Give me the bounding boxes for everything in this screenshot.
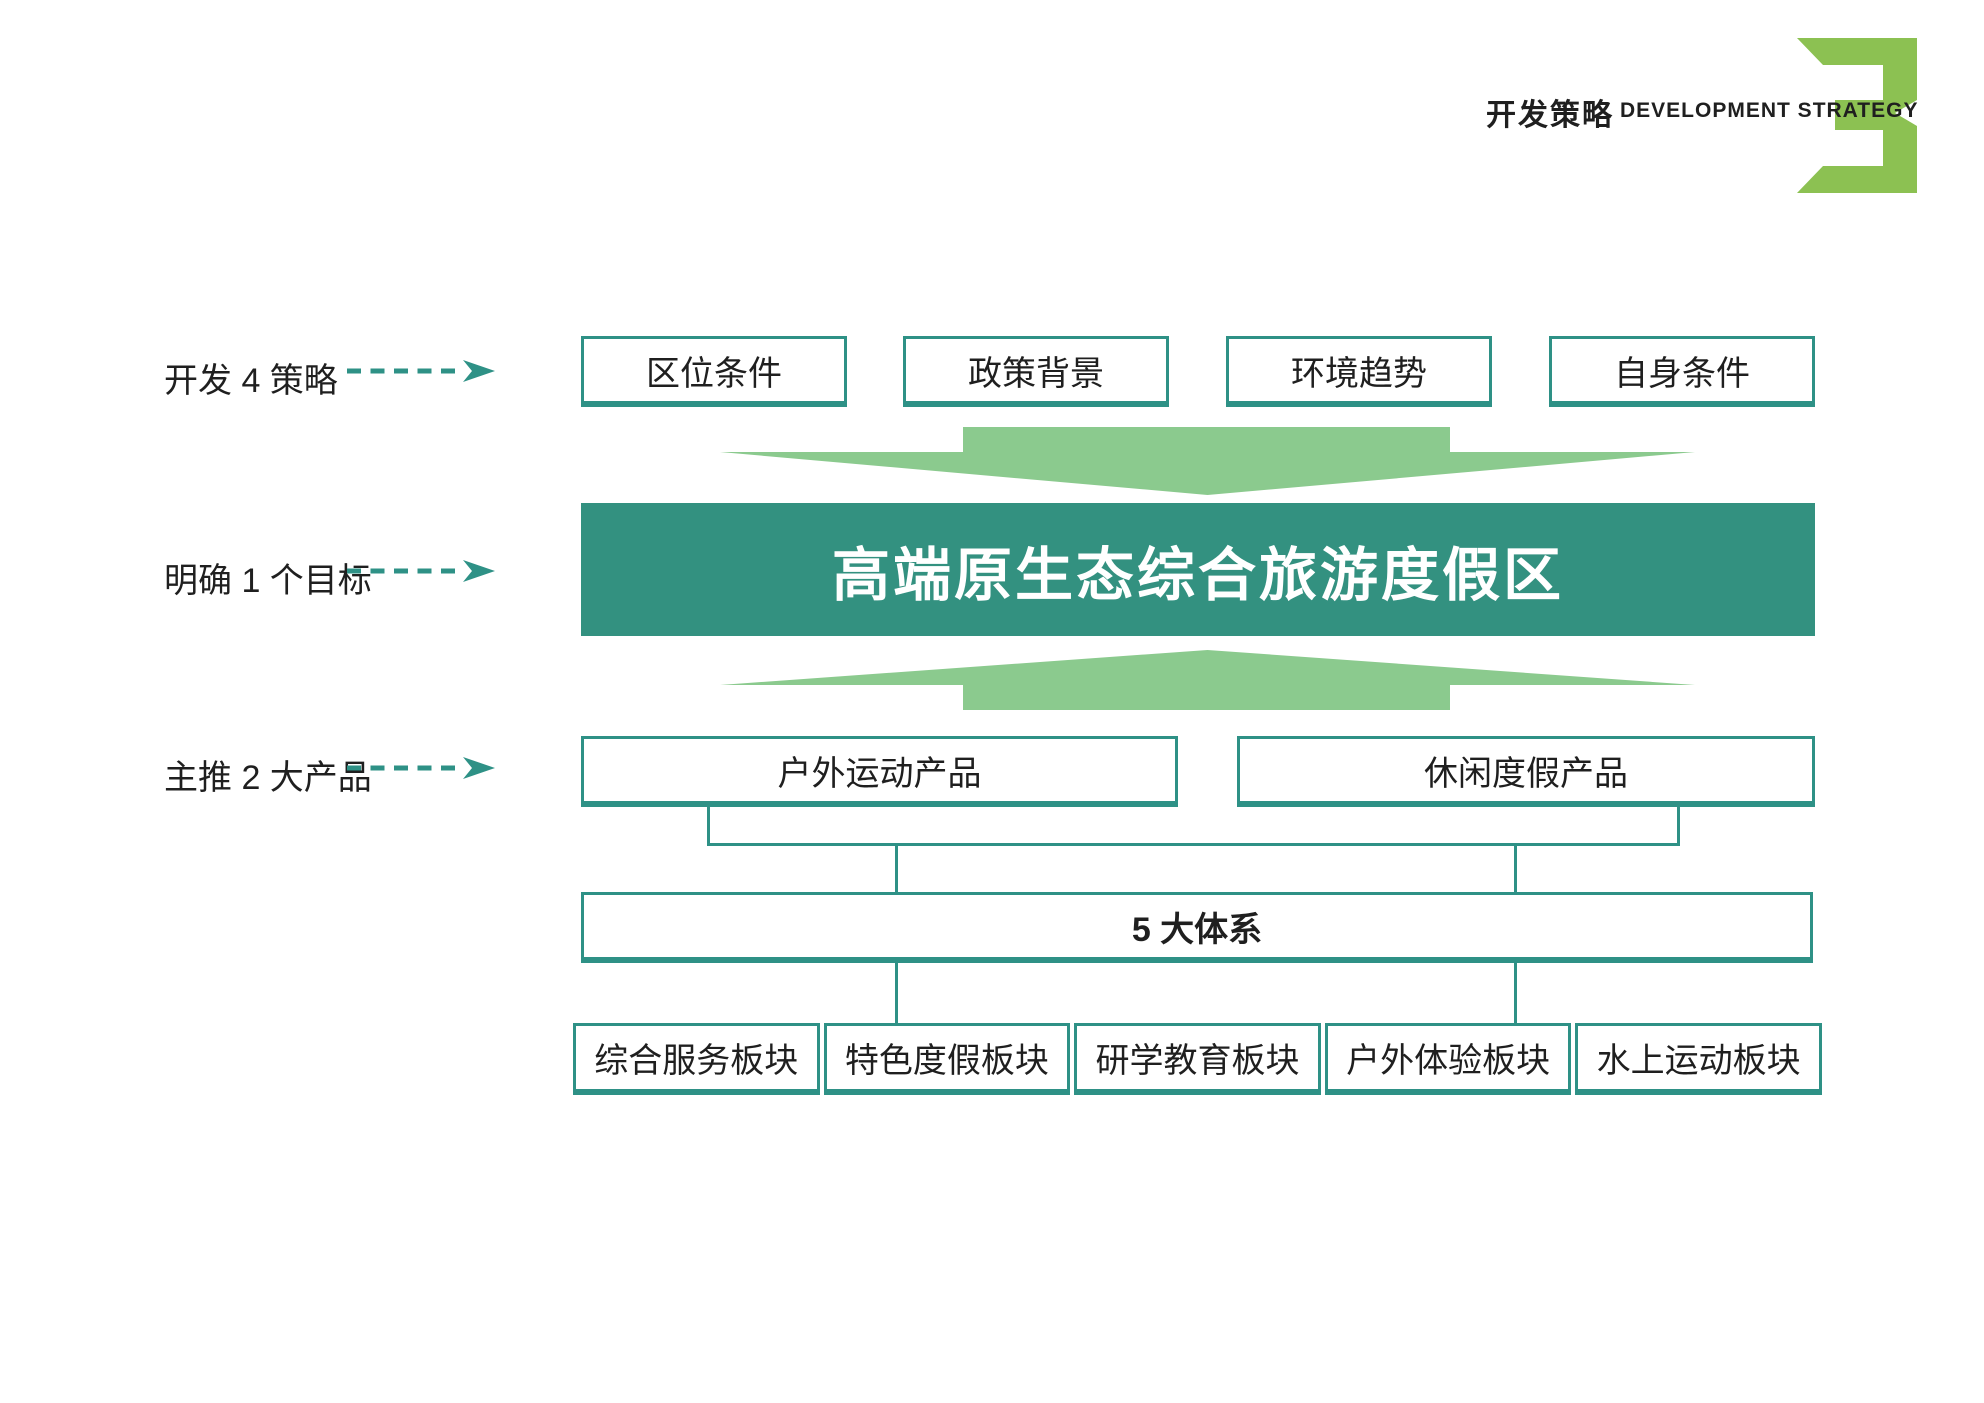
sector-box-label: 特色度假板块 bbox=[844, 1042, 1049, 1080]
strategy-box-location: 区位条件 bbox=[581, 336, 847, 407]
system-bar: 5 大体系 bbox=[581, 892, 1813, 963]
system-bar-title: 5 大体系 bbox=[1131, 910, 1263, 949]
connector-horizontal bbox=[707, 843, 1680, 846]
connector-drop-left bbox=[895, 845, 898, 892]
sector-box-education: 研学教育板块 bbox=[1074, 1023, 1321, 1095]
product-box-label: 休闲度假产品 bbox=[1424, 754, 1628, 793]
strategy-box-label: 环境趋势 bbox=[1291, 354, 1427, 393]
sector-box-water-sports: 水上运动板块 bbox=[1575, 1023, 1822, 1095]
product-box-label: 户外运动产品 bbox=[777, 754, 982, 793]
strategies-row-label: 开发 4 策略 bbox=[164, 362, 338, 400]
product-box-leisure: 休闲度假产品 bbox=[1237, 736, 1815, 807]
dashed-arrow-icon bbox=[347, 757, 495, 779]
sector-row: 综合服务板块 特色度假板块 研学教育板块 户外体验板块 水上运动板块 bbox=[573, 1023, 1822, 1095]
strategy-box-label: 自身条件 bbox=[1614, 354, 1750, 393]
connector-drop-right bbox=[1514, 845, 1517, 892]
goal-banner: 高端原生态综合旅游度假区 bbox=[581, 503, 1815, 636]
dashed-arrow-icon bbox=[347, 560, 495, 582]
goal-row-label: 明确 1 个目标 bbox=[164, 562, 372, 600]
sector-box-label: 户外体验板块 bbox=[1346, 1042, 1551, 1080]
sector-box-outdoor-experience: 户外体验板块 bbox=[1324, 1023, 1572, 1095]
up-arrow-shape bbox=[720, 650, 1695, 710]
page-subtitle: DEVELOPMENT STRATEGY bbox=[1620, 99, 1919, 122]
strategy-box-policy: 政策背景 bbox=[903, 336, 1169, 407]
down-arrow-shape bbox=[720, 427, 1695, 495]
strategy-box-label: 区位条件 bbox=[646, 354, 782, 393]
goal-banner-text: 高端原生态综合旅游度假区 bbox=[831, 542, 1564, 608]
numeral-3-icon bbox=[1797, 38, 1917, 193]
connector-drop-left-lower bbox=[895, 963, 898, 1023]
chapter-numeral-graphic: 3 bbox=[1783, 38, 1917, 193]
sector-box-label: 研学教育板块 bbox=[1095, 1042, 1300, 1080]
sector-box-services: 综合服务板块 bbox=[573, 1023, 820, 1095]
connector-drop-right-lower bbox=[1514, 963, 1517, 1023]
strategy-box-self: 自身条件 bbox=[1549, 336, 1815, 407]
sector-box-featured-vacation: 特色度假板块 bbox=[823, 1023, 1071, 1095]
sector-box-label: 综合服务板块 bbox=[594, 1042, 799, 1080]
strategy-box-label: 政策背景 bbox=[968, 354, 1104, 393]
product-box-outdoor: 户外运动产品 bbox=[581, 736, 1178, 807]
connector-stub-right bbox=[1677, 805, 1680, 845]
sector-box-label: 水上运动板块 bbox=[1596, 1042, 1801, 1080]
strategy-box-environment: 环境趋势 bbox=[1226, 336, 1492, 407]
products-row-label: 主推 2 大产品 bbox=[164, 759, 372, 797]
connector-stub-left bbox=[707, 805, 710, 845]
page-title: 开发策略 bbox=[1486, 99, 1614, 132]
dashed-arrow-icon bbox=[347, 360, 495, 382]
chapter-number: 3 bbox=[1917, 38, 1918, 39]
